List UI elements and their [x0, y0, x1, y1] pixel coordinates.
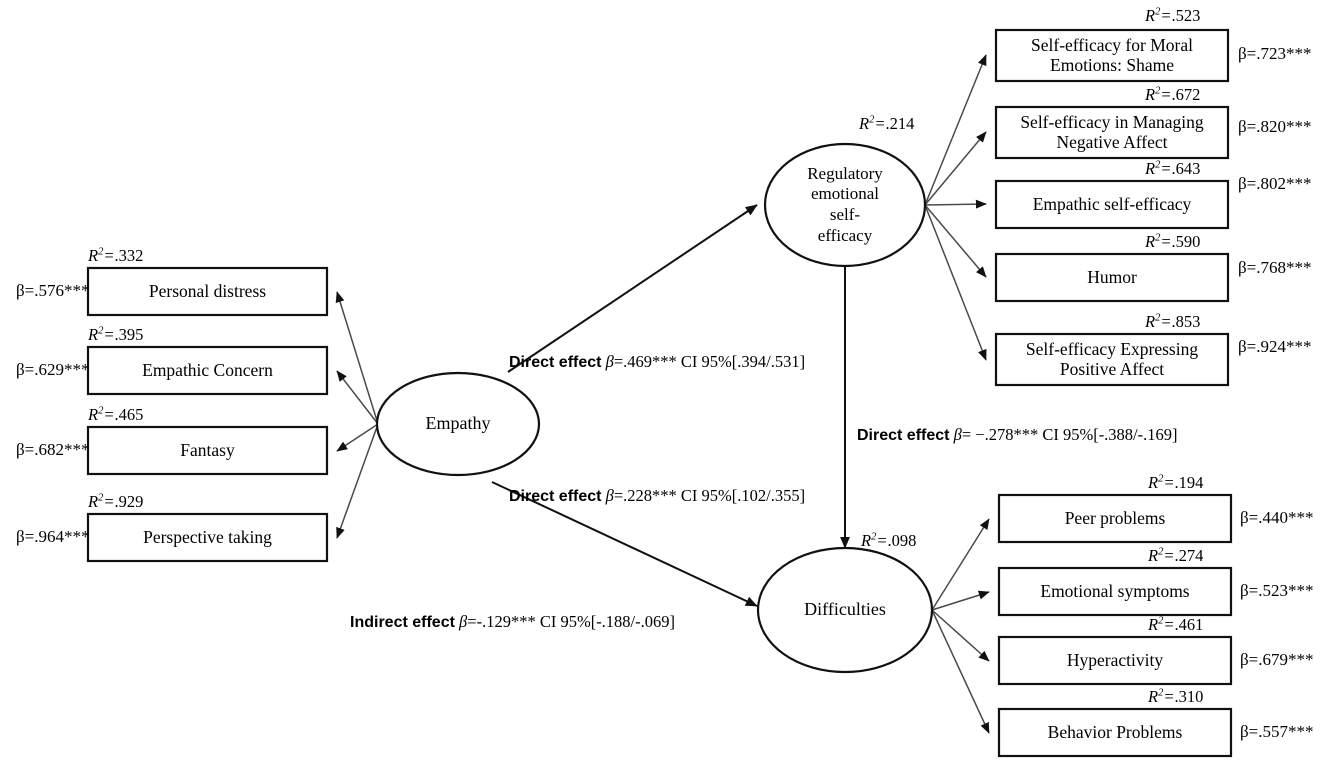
latent-label-resf: Regulatory emotional self- efficacy [807, 163, 883, 245]
path-empathy-to-resf [507, 204, 758, 373]
latent-resf-shape [763, 142, 927, 268]
beta-personal-distress: β=.576*** [16, 281, 90, 300]
indicator-label-hyperactivity: Hyperactivity [1066, 649, 1164, 670]
difficulties-indicator-arrows [931, 518, 990, 734]
beta-empathic-concern: β=.629*** [16, 360, 90, 379]
empathy-indicator-arrows [335, 291, 379, 539]
r2-hyperactivity: R2=.461 [1148, 615, 1204, 634]
indicator-label-behavior-problems: Behavior Problems [1047, 721, 1183, 742]
indicator-label-fantasy: Fantasy [180, 439, 235, 460]
resf-indicator-boxes [994, 28, 1230, 387]
r2-self-efficacy-moral-emotions-shame: R2=.523 [1145, 6, 1201, 25]
empathy-indicator-boxes [86, 266, 329, 563]
beta-self-efficacy-managing-negative-affect: β=.820*** [1238, 117, 1312, 136]
difficulties-indicator-boxes [997, 493, 1233, 758]
r2-fantasy: R2=.465 [88, 405, 144, 424]
beta-perspective-taking: β=.964*** [16, 527, 90, 546]
r2-humor: R2=.590 [1145, 232, 1201, 251]
beta-fantasy: β=.682*** [16, 440, 90, 459]
r2-self-efficacy-managing-negative-affect: R2=.672 [1145, 85, 1201, 104]
indicator-label-empathic-concern: Empathic Concern [142, 359, 273, 380]
beta-self-efficacy-moral-emotions-shame: β=.723*** [1238, 44, 1312, 63]
indicator-label-personal-distress: Personal distress [148, 280, 267, 301]
path-empathy-to-difficulties [491, 481, 758, 607]
effect-label-empathy-to-resf: Direct effect ββ=.469***=.469*** CI 95%[… [509, 352, 806, 371]
beta-humor: β=.768*** [1238, 258, 1312, 277]
beta-hyperactivity: β=.679*** [1240, 650, 1314, 669]
latent-empathy-shape [375, 371, 541, 477]
latent-label-empathy: Empathy [425, 413, 491, 434]
indicator-label-empathic-self-efficacy: Empathic self-efficacy [1032, 193, 1192, 214]
r2-personal-distress: R2=.332 [88, 246, 144, 265]
effect-label-empathy-indirect-difficulties: Indirect effect β=-.129*** CI 95%[-.188/… [350, 612, 676, 631]
r2-empathic-self-efficacy: R2=.643 [1145, 159, 1201, 178]
indicator-label-self-efficacy-expressing-positive-affect: Self-efficacy Expressing Positive Affect [1025, 338, 1199, 379]
r2-peer-problems: R2=.194 [1148, 473, 1204, 492]
r2-empathic-concern: R2=.395 [88, 325, 144, 344]
indicator-label-peer-problems: Peer problems [1064, 507, 1166, 528]
r2-self-efficacy-expressing-positive-affect: R2=.853 [1145, 312, 1201, 331]
r2-emotional-symptoms: R2=.274 [1148, 546, 1204, 565]
indicator-label-humor: Humor [1087, 266, 1137, 287]
indicator-label-emotional-symptoms: Emotional symptoms [1040, 580, 1190, 601]
beta-self-efficacy-expressing-positive-affect: β=.924*** [1238, 337, 1312, 356]
latent-difficulties-shape [756, 546, 934, 674]
indicator-label-self-efficacy-moral-emotions-shame: Self-efficacy for Moral Emotions: Shame [1031, 34, 1193, 75]
beta-emotional-symptoms: β=.523*** [1240, 581, 1314, 600]
indicator-label-self-efficacy-managing-negative-affect: Self-efficacy in Managing Negative Affec… [1020, 111, 1204, 152]
beta-peer-problems: β=.440*** [1240, 508, 1314, 527]
r2-resf: R2=.214 [859, 114, 915, 133]
effect-label-empathy-to-difficulties: Direct effect β=.228*** CI 95%[.102/.355… [509, 486, 806, 505]
effect-label-resf-to-difficulties: Direct effect β= −.278*** CI 95%[-.388/-… [857, 425, 1178, 444]
resf-indicator-arrows [924, 54, 987, 361]
beta-empathic-self-efficacy: β=.802*** [1238, 174, 1312, 193]
r2-behavior-problems: R2=.310 [1148, 687, 1204, 706]
r2-perspective-taking: R2=.929 [88, 492, 144, 511]
latent-label-difficulties: Difficulties [804, 599, 886, 620]
indicator-label-perspective-taking: Perspective taking [143, 526, 272, 547]
beta-behavior-problems: β=.557*** [1240, 722, 1314, 741]
r2-difficulties: R2=.098 [861, 531, 917, 550]
